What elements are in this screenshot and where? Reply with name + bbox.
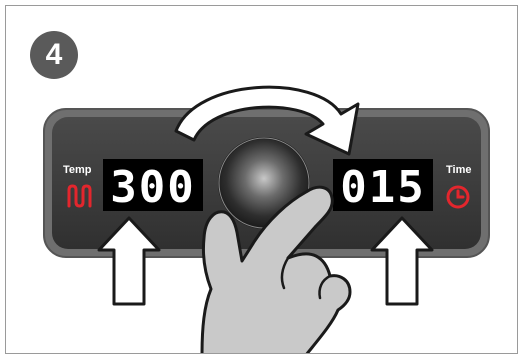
temp-display-value: 300	[110, 162, 195, 213]
time-label: Time	[446, 164, 471, 176]
time-display-value: 015	[340, 162, 425, 213]
instruction-frame: 4 Temp 300 015	[5, 5, 518, 354]
control-panel-illustration: Temp 300 015 Time	[6, 6, 518, 354]
temp-label: Temp	[63, 164, 92, 176]
